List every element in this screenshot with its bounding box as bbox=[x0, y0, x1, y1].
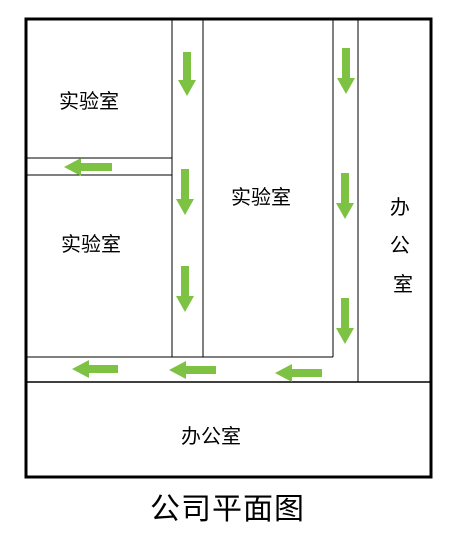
lab-top-left-label: 实验室 bbox=[59, 89, 119, 113]
arrow-down-icon bbox=[176, 169, 194, 215]
office-right-char-2: 公 bbox=[390, 233, 410, 257]
arrow-left-icon bbox=[64, 158, 112, 176]
arrow-left-icon bbox=[275, 364, 322, 382]
office-right-char-3: 室 bbox=[393, 272, 413, 296]
arrow-left-icon bbox=[72, 360, 118, 378]
flow-arrows bbox=[64, 48, 355, 382]
arrow-left-icon bbox=[169, 361, 216, 379]
page-title: 公司平面图 bbox=[150, 492, 305, 527]
arrow-down-icon bbox=[178, 52, 196, 96]
office-bottom-label: 办公室 bbox=[181, 424, 241, 448]
arrow-down-icon bbox=[337, 48, 355, 94]
building-outline bbox=[24, 17, 433, 479]
lab-bottom-left-label: 实验室 bbox=[61, 232, 121, 256]
arrow-down-icon bbox=[336, 173, 354, 219]
arrow-down-icon bbox=[176, 266, 194, 312]
office-right-label: 办 公 室 bbox=[390, 195, 416, 296]
arrow-down-icon bbox=[336, 298, 354, 344]
office-right-char-1: 办 bbox=[390, 195, 410, 219]
lab-center-label: 实验室 bbox=[231, 185, 291, 209]
